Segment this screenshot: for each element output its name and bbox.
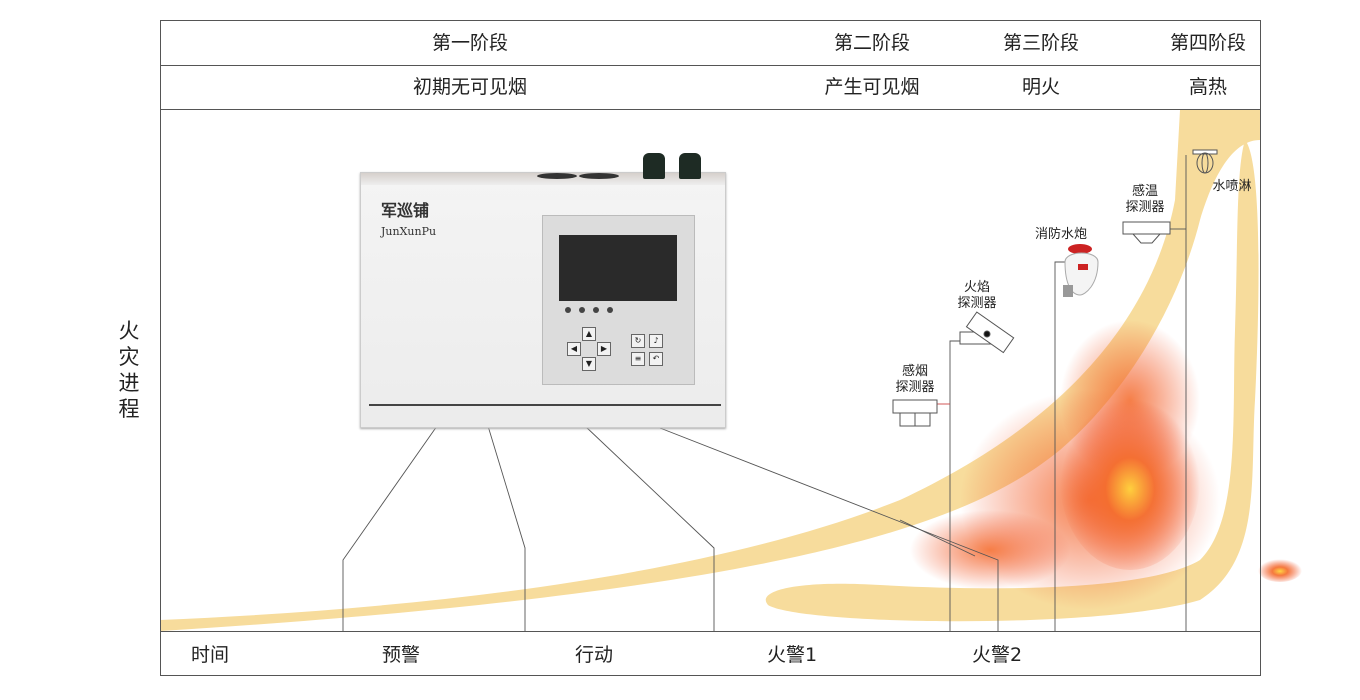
phenomenon-3: 明火 [1021, 76, 1061, 98]
led-indicator [593, 307, 599, 313]
stage-1: 第一阶段 [431, 32, 509, 54]
wires [342, 155, 1187, 631]
heat-detector-icon [1122, 221, 1171, 244]
sprinkler-icon [1192, 149, 1218, 174]
cable-port [537, 173, 577, 179]
flame-graphic [910, 320, 1302, 610]
stage-3: 第三阶段 [1002, 32, 1080, 54]
down-key-icon: ▼ [582, 357, 596, 371]
up-key-icon: ▲ [582, 327, 596, 341]
smoke-detector-label: 感烟 探测器 [895, 364, 935, 395]
led-indicator [579, 307, 585, 313]
water-cannon-label: 消防水炮 [1034, 227, 1088, 242]
led-indicator [607, 307, 613, 313]
side-label: 火灾进程 [118, 319, 140, 421]
phenomenon-4: 高热 [1188, 76, 1228, 98]
phenomenon-1: 初期无可见烟 [412, 76, 528, 98]
timeline-action: 行动 [574, 644, 614, 666]
menu-key-icon: ≡ [631, 352, 645, 366]
timeline-alarm-1: 火警1 [766, 644, 818, 666]
cable-gland [679, 153, 701, 179]
timeline-time: 时间 [190, 644, 230, 666]
right-key-icon: ▶ [597, 342, 611, 356]
brand-logo-en: JunXunPu [381, 225, 437, 238]
cable-port [579, 173, 619, 179]
mute-key-icon: ♪ [649, 334, 663, 348]
fire-alarm-controller: 军巡铺 JunXunPu ▲ ◀ ▶ ▼ ↻ ♪ ≡ ↶ [360, 153, 726, 428]
timeline-alarm-2: 火警2 [971, 644, 1023, 666]
sprinkler-label: 水喷淋 [1212, 179, 1252, 194]
control-panel: ▲ ◀ ▶ ▼ ↻ ♪ ≡ ↶ [542, 215, 695, 385]
stage-2: 第二阶段 [833, 32, 911, 54]
smoke-detector-icon [892, 399, 938, 427]
device-stripe [369, 404, 721, 406]
lcd-screen [559, 235, 677, 301]
timeline-warning: 预警 [381, 644, 421, 666]
heat-detector-label: 感温 探测器 [1125, 184, 1165, 215]
water-cannon-icon [1063, 244, 1099, 297]
flame-detector-icon [959, 311, 1015, 354]
flame-detector-label: 火焰 探测器 [957, 280, 997, 311]
cable-gland [643, 153, 665, 179]
back-key-icon: ↶ [649, 352, 663, 366]
stage-4: 第四阶段 [1169, 32, 1247, 54]
table-frame [160, 20, 1261, 676]
smoke-loop [765, 140, 1259, 622]
reset-key-icon: ↻ [631, 334, 645, 348]
led-indicator [565, 307, 571, 313]
phenomenon-2: 产生可见烟 [824, 76, 920, 98]
left-key-icon: ◀ [567, 342, 581, 356]
brand-logo-cn: 军巡铺 [381, 201, 430, 220]
device-top-cover [361, 173, 725, 185]
